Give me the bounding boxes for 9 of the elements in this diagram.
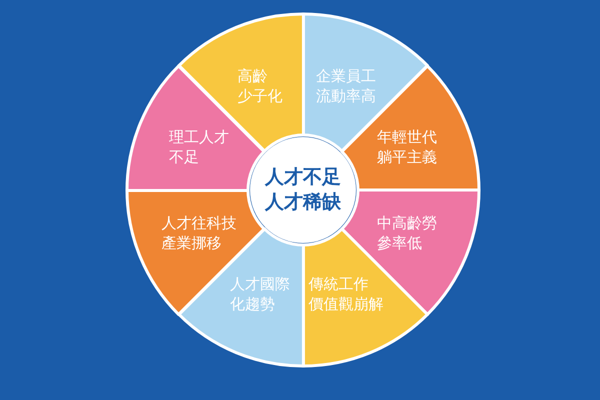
- segment-label: 年輕世代躺平主義: [377, 126, 438, 168]
- segment-label: 企業員工流動率高: [316, 66, 376, 106]
- center-label: 人才不足人才稀缺: [265, 165, 341, 215]
- segment-label: 理工人才不足: [168, 126, 229, 168]
- segment-label: 人才國際化趨勢: [230, 274, 290, 314]
- segment-label: 傳統工作價值觀崩解: [308, 274, 384, 314]
- segment-label: 人才往科技產業挪移: [161, 212, 236, 254]
- segment-label: 高齡少子化: [237, 66, 282, 106]
- segment-label: 中高齡勞參率低: [377, 212, 438, 254]
